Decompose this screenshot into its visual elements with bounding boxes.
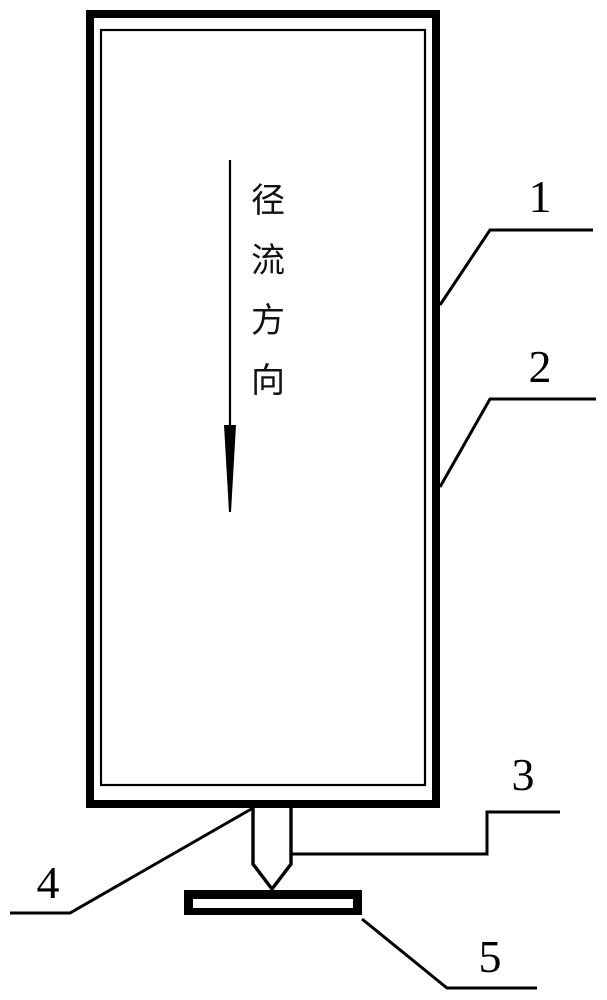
reference-leader-5 [361,917,537,990]
reference-number-3: 3 [512,749,535,800]
outer-wall [86,10,440,808]
inner-wall [99,28,427,787]
reference-number-4: 4 [37,857,60,908]
reference-leader-2 [438,397,596,488]
base-plate [184,890,362,915]
flow-direction-arrow [224,160,236,512]
flow-direction-label: 径 流 方 向 [251,181,285,401]
reference-number-2: 2 [529,341,552,392]
tapered-nozzle [251,800,293,892]
reference-number-5: 5 [479,931,502,982]
reference-number-1: 1 [529,171,552,222]
flow-label-char-1: 流 [251,241,285,281]
reference-leader-4 [10,806,254,915]
reference-leader-1 [438,228,593,306]
flow-label-char-2: 方 [251,301,285,341]
reference-leader-3 [291,810,560,856]
flow-label-char-3: 向 [251,361,285,401]
flow-label-char-0: 径 [251,181,285,221]
